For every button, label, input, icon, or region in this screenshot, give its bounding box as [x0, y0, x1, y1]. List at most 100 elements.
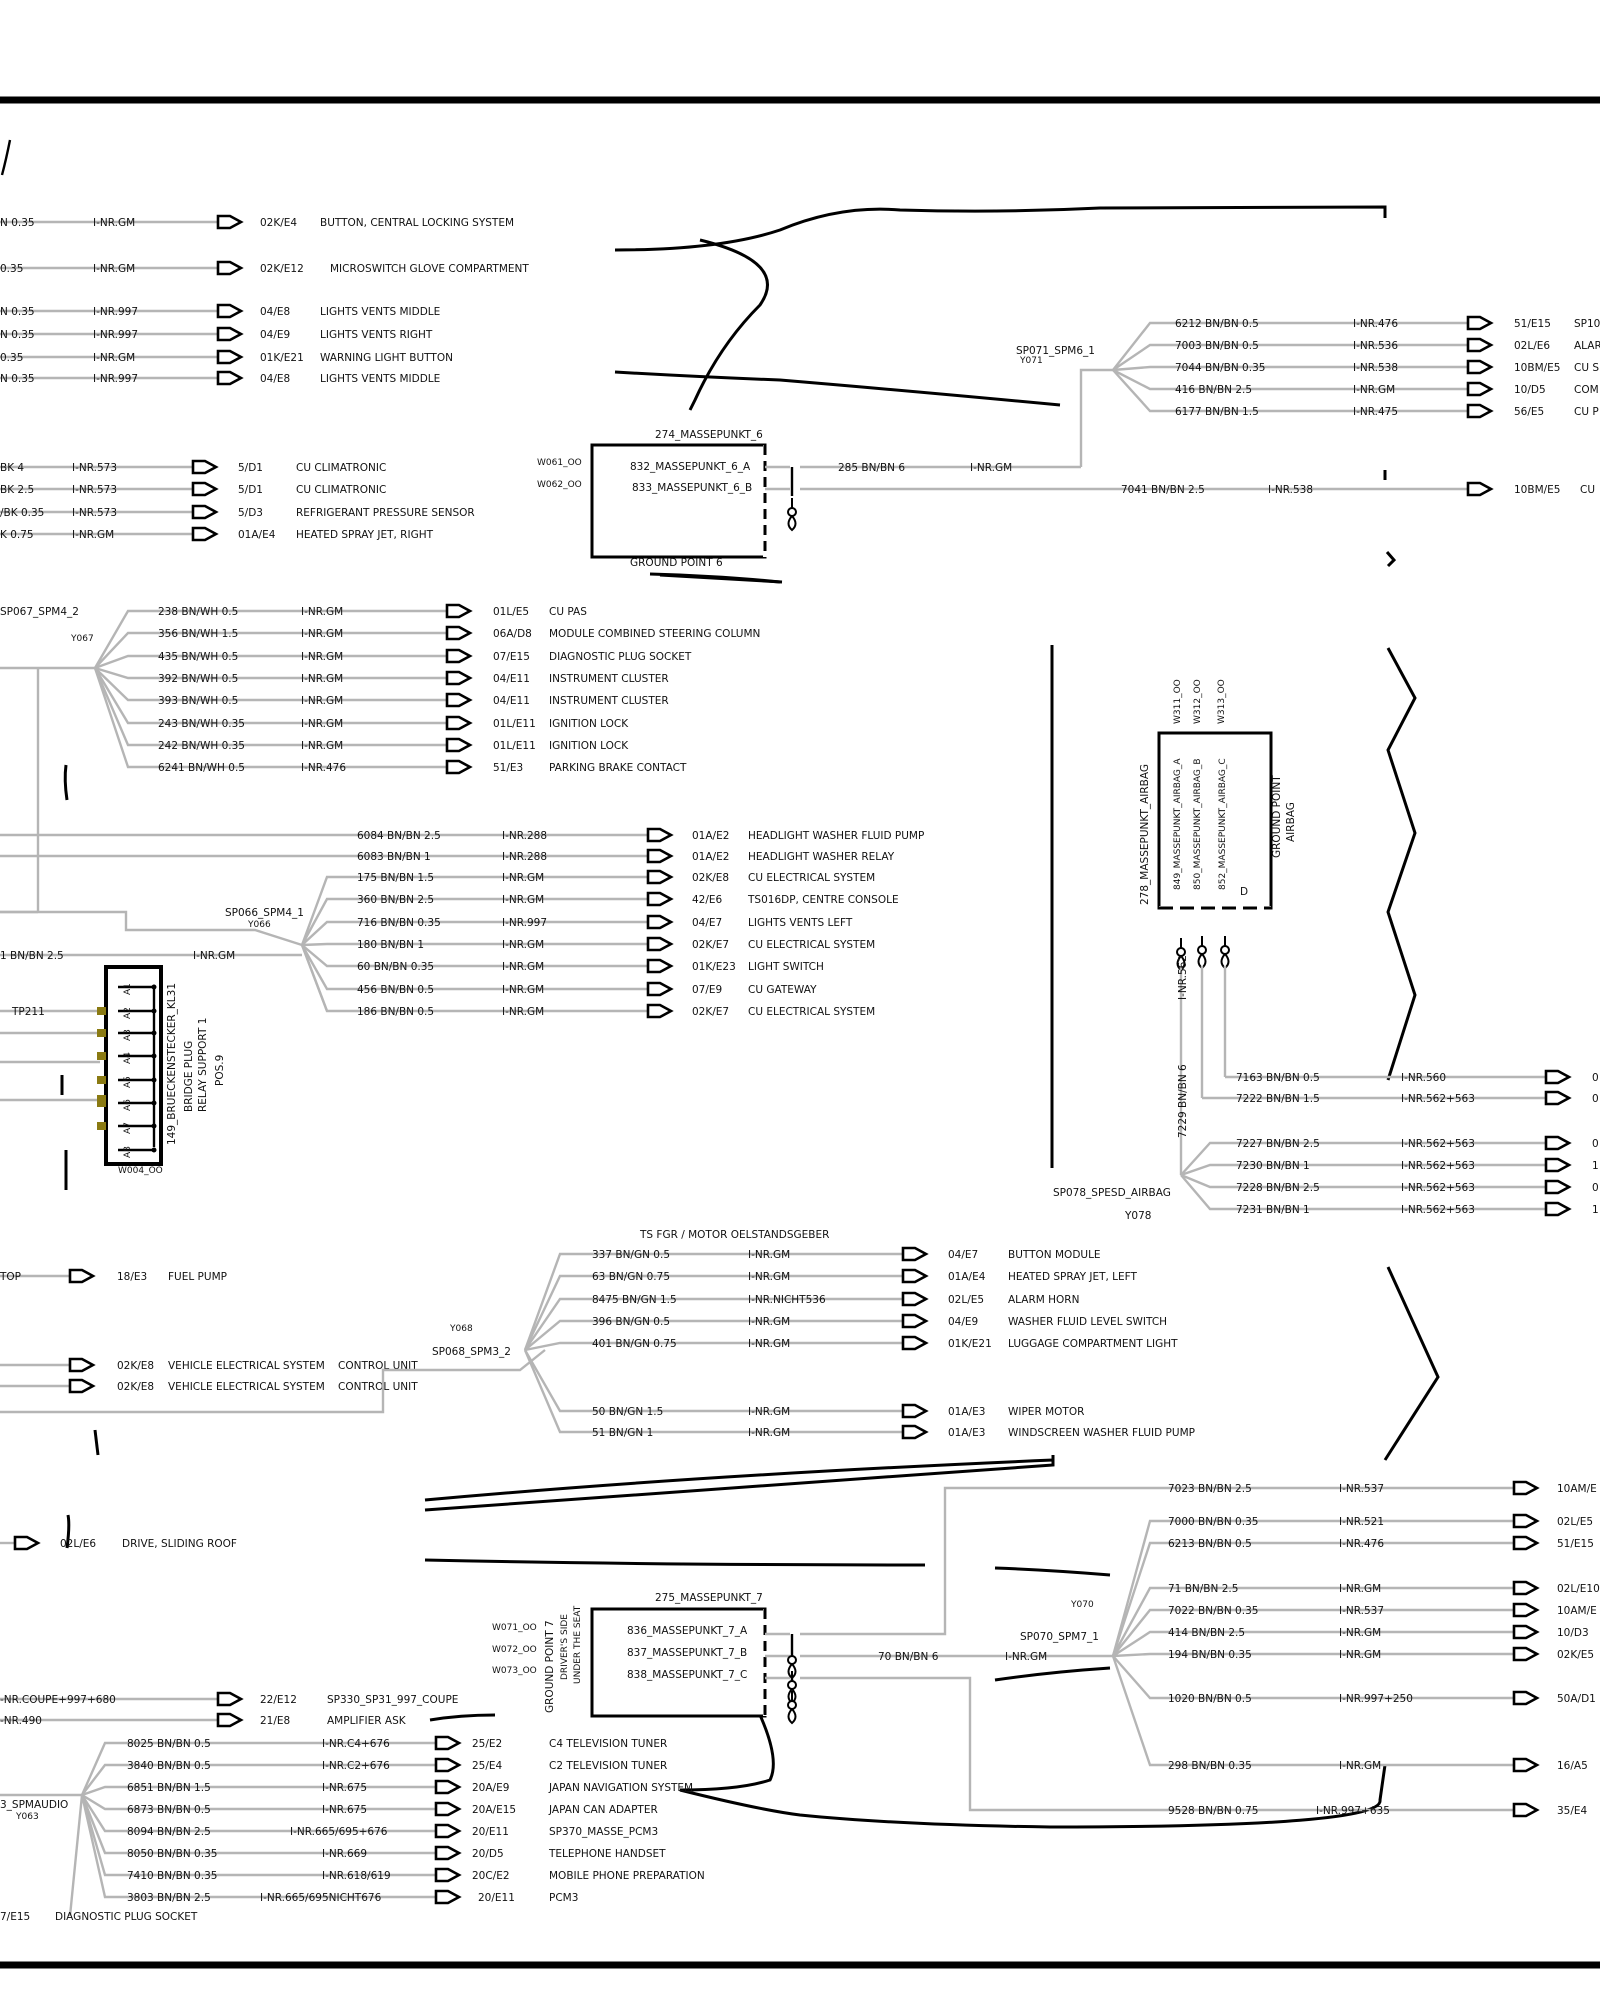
bridge-name-2: BRIDGE PLUG — [183, 1041, 195, 1112]
bridge-contact — [97, 1076, 106, 1084]
wire-label: BK 2.5 — [0, 484, 34, 496]
corner-stroke — [0, 139, 12, 176]
component-label: HEATED SPRAY JET, LEFT — [1008, 1271, 1138, 1283]
branch-wire — [1180, 1141, 1546, 1176]
wire-label: 70 BN/BN 6 — [878, 1651, 939, 1663]
inr-label: I-NR.618/619 — [322, 1870, 391, 1882]
wire-label: 8050 BN/BN 0.35 — [127, 1848, 217, 1860]
bridge-name-4: POS.9 — [214, 1055, 226, 1086]
code-label: 04/E11 — [493, 673, 530, 685]
bridge-contact — [97, 1029, 106, 1037]
connector-arrow — [216, 370, 244, 386]
splice-id: Y067 — [70, 634, 94, 644]
wire-label: 180 BN/BN 1 — [357, 939, 424, 951]
ground-symbol — [1176, 938, 1186, 972]
inr-label: I-NR.288 — [502, 830, 547, 842]
branch-wire — [80, 1741, 436, 1796]
component-label: CU ELECTRICAL SYSTEM — [748, 1006, 875, 1018]
wire-label: 7163 BN/BN 0.5 — [1236, 1072, 1320, 1084]
gp7-pin-a: 836_MASSEPUNKT_7_A — [627, 1625, 748, 1637]
inr-label: I-NR.GM — [748, 1406, 790, 1418]
component-label: PCM3 — [549, 1892, 578, 1904]
connector-arrow — [191, 526, 219, 542]
code-label: 7/E15 — [0, 1911, 30, 1923]
connector-arrow — [646, 981, 674, 997]
wire-label: 0.35 — [0, 263, 23, 275]
inr-label: I-NR.675 — [322, 1782, 367, 1794]
connector-arrow — [1512, 1602, 1540, 1618]
branch-wire — [93, 667, 447, 769]
code-label: 01K/E23 — [692, 961, 736, 973]
bridge-pin-label: A5 — [123, 1076, 133, 1088]
connector-arrow — [434, 1779, 462, 1795]
wire-label: 7000 BN/BN 0.35 — [1168, 1516, 1258, 1528]
connector-arrow — [901, 1335, 929, 1351]
inr-label: I-NR.521 — [1339, 1516, 1384, 1528]
component-label: HEADLIGHT WASHER RELAY — [748, 851, 895, 863]
wire-label: TOP — [0, 1271, 21, 1283]
code-label: 02K/E5 — [1557, 1649, 1594, 1661]
gp6-name: GROUND POINT 6 — [630, 557, 723, 569]
gp6-w2: W062_OO — [537, 480, 582, 490]
gp7-w1: W071_OO — [492, 1623, 537, 1633]
inr-label: I-NR.GM — [301, 718, 343, 730]
component-label: TELEPHONE HANDSET — [548, 1848, 666, 1860]
inr-label: I-NR.288 — [502, 851, 547, 863]
inr-label: I-NR.GM — [748, 1249, 790, 1261]
inr-label: I-NR.538 — [1268, 484, 1313, 496]
branch-wire — [94, 654, 447, 670]
inr-label: I-NR.GM — [748, 1427, 790, 1439]
branch-wire — [93, 609, 447, 669]
connector-arrow — [445, 759, 473, 775]
wire-label: 393 BN/WH 0.5 — [158, 695, 238, 707]
code-label: 02K/E8 — [692, 872, 729, 884]
inr-label: I-NR.GM — [301, 740, 343, 752]
component-label: LIGHTS VENTS MIDDLE — [320, 373, 440, 385]
code-label: 02L/E10 — [1557, 1583, 1600, 1595]
splice-label: SP070_SPM7_1 — [1020, 1631, 1099, 1643]
wire-label: 7410 BN/BN 0.35 — [127, 1870, 217, 1882]
wire-label: 7022 BN/BN 0.35 — [1168, 1605, 1258, 1617]
branch-wire — [523, 1252, 903, 1351]
wire-label: 360 BN/BN 2.5 — [357, 894, 434, 906]
gp7-sub2: UNDER THE SEAT — [573, 1605, 583, 1684]
inr-label: I-NR.562+563 — [1401, 1160, 1475, 1172]
ground-ring — [787, 1655, 797, 1665]
inr-label: -NR.490 — [0, 1715, 42, 1727]
ground-ring — [787, 1700, 797, 1710]
wire-label: 186 BN/BN 0.5 — [357, 1006, 434, 1018]
code-label: 02K/E8 — [117, 1360, 154, 1372]
feed-wire — [0, 1349, 546, 1414]
code-label: 07/E15 — [493, 651, 530, 663]
inr-label: I-NR.GM — [301, 628, 343, 640]
code-label: 5/D1 — [238, 484, 263, 496]
code-label: 10AM/E — [1557, 1483, 1597, 1495]
component-label: DIAGNOSTIC PLUG SOCKET — [549, 651, 692, 663]
connector-arrow — [216, 1712, 244, 1728]
code-label: 16/A5 — [1557, 1760, 1588, 1772]
bridge-pin-label: A8 — [123, 1146, 133, 1158]
connector-arrow — [901, 1268, 929, 1284]
branch-wire — [301, 944, 648, 968]
connector-arrow — [13, 1535, 41, 1551]
component-label: SP104 — [1574, 318, 1600, 330]
connector-arrow — [1544, 1179, 1572, 1195]
code-label: 10BM/E5 — [1514, 362, 1560, 374]
component-label: BUTTON, CENTRAL LOCKING SYSTEM — [320, 217, 514, 229]
connector-arrow — [1512, 1802, 1540, 1818]
connector-arrow — [445, 670, 473, 686]
component-label: IGNITION LOCK — [549, 718, 629, 730]
wire-label: N 0.35 — [0, 373, 35, 385]
splice-id: Y078 — [1124, 1210, 1151, 1222]
component-label: MICROSWITCH GLOVE COMPARTMENT — [330, 263, 529, 275]
connector-arrow — [1544, 1157, 1572, 1173]
code-label: 51/E15 — [1557, 1538, 1594, 1550]
inr-label: I-NR.GM — [1005, 1651, 1047, 1663]
branch-wire — [81, 1785, 436, 1797]
ground-eye — [787, 1708, 797, 1725]
bridge-node — [151, 1147, 157, 1153]
code-label: 50A/D1 — [1557, 1693, 1596, 1705]
code-label: 0 — [1592, 1182, 1599, 1194]
branch-wire — [93, 667, 447, 725]
connector-arrow — [191, 504, 219, 520]
